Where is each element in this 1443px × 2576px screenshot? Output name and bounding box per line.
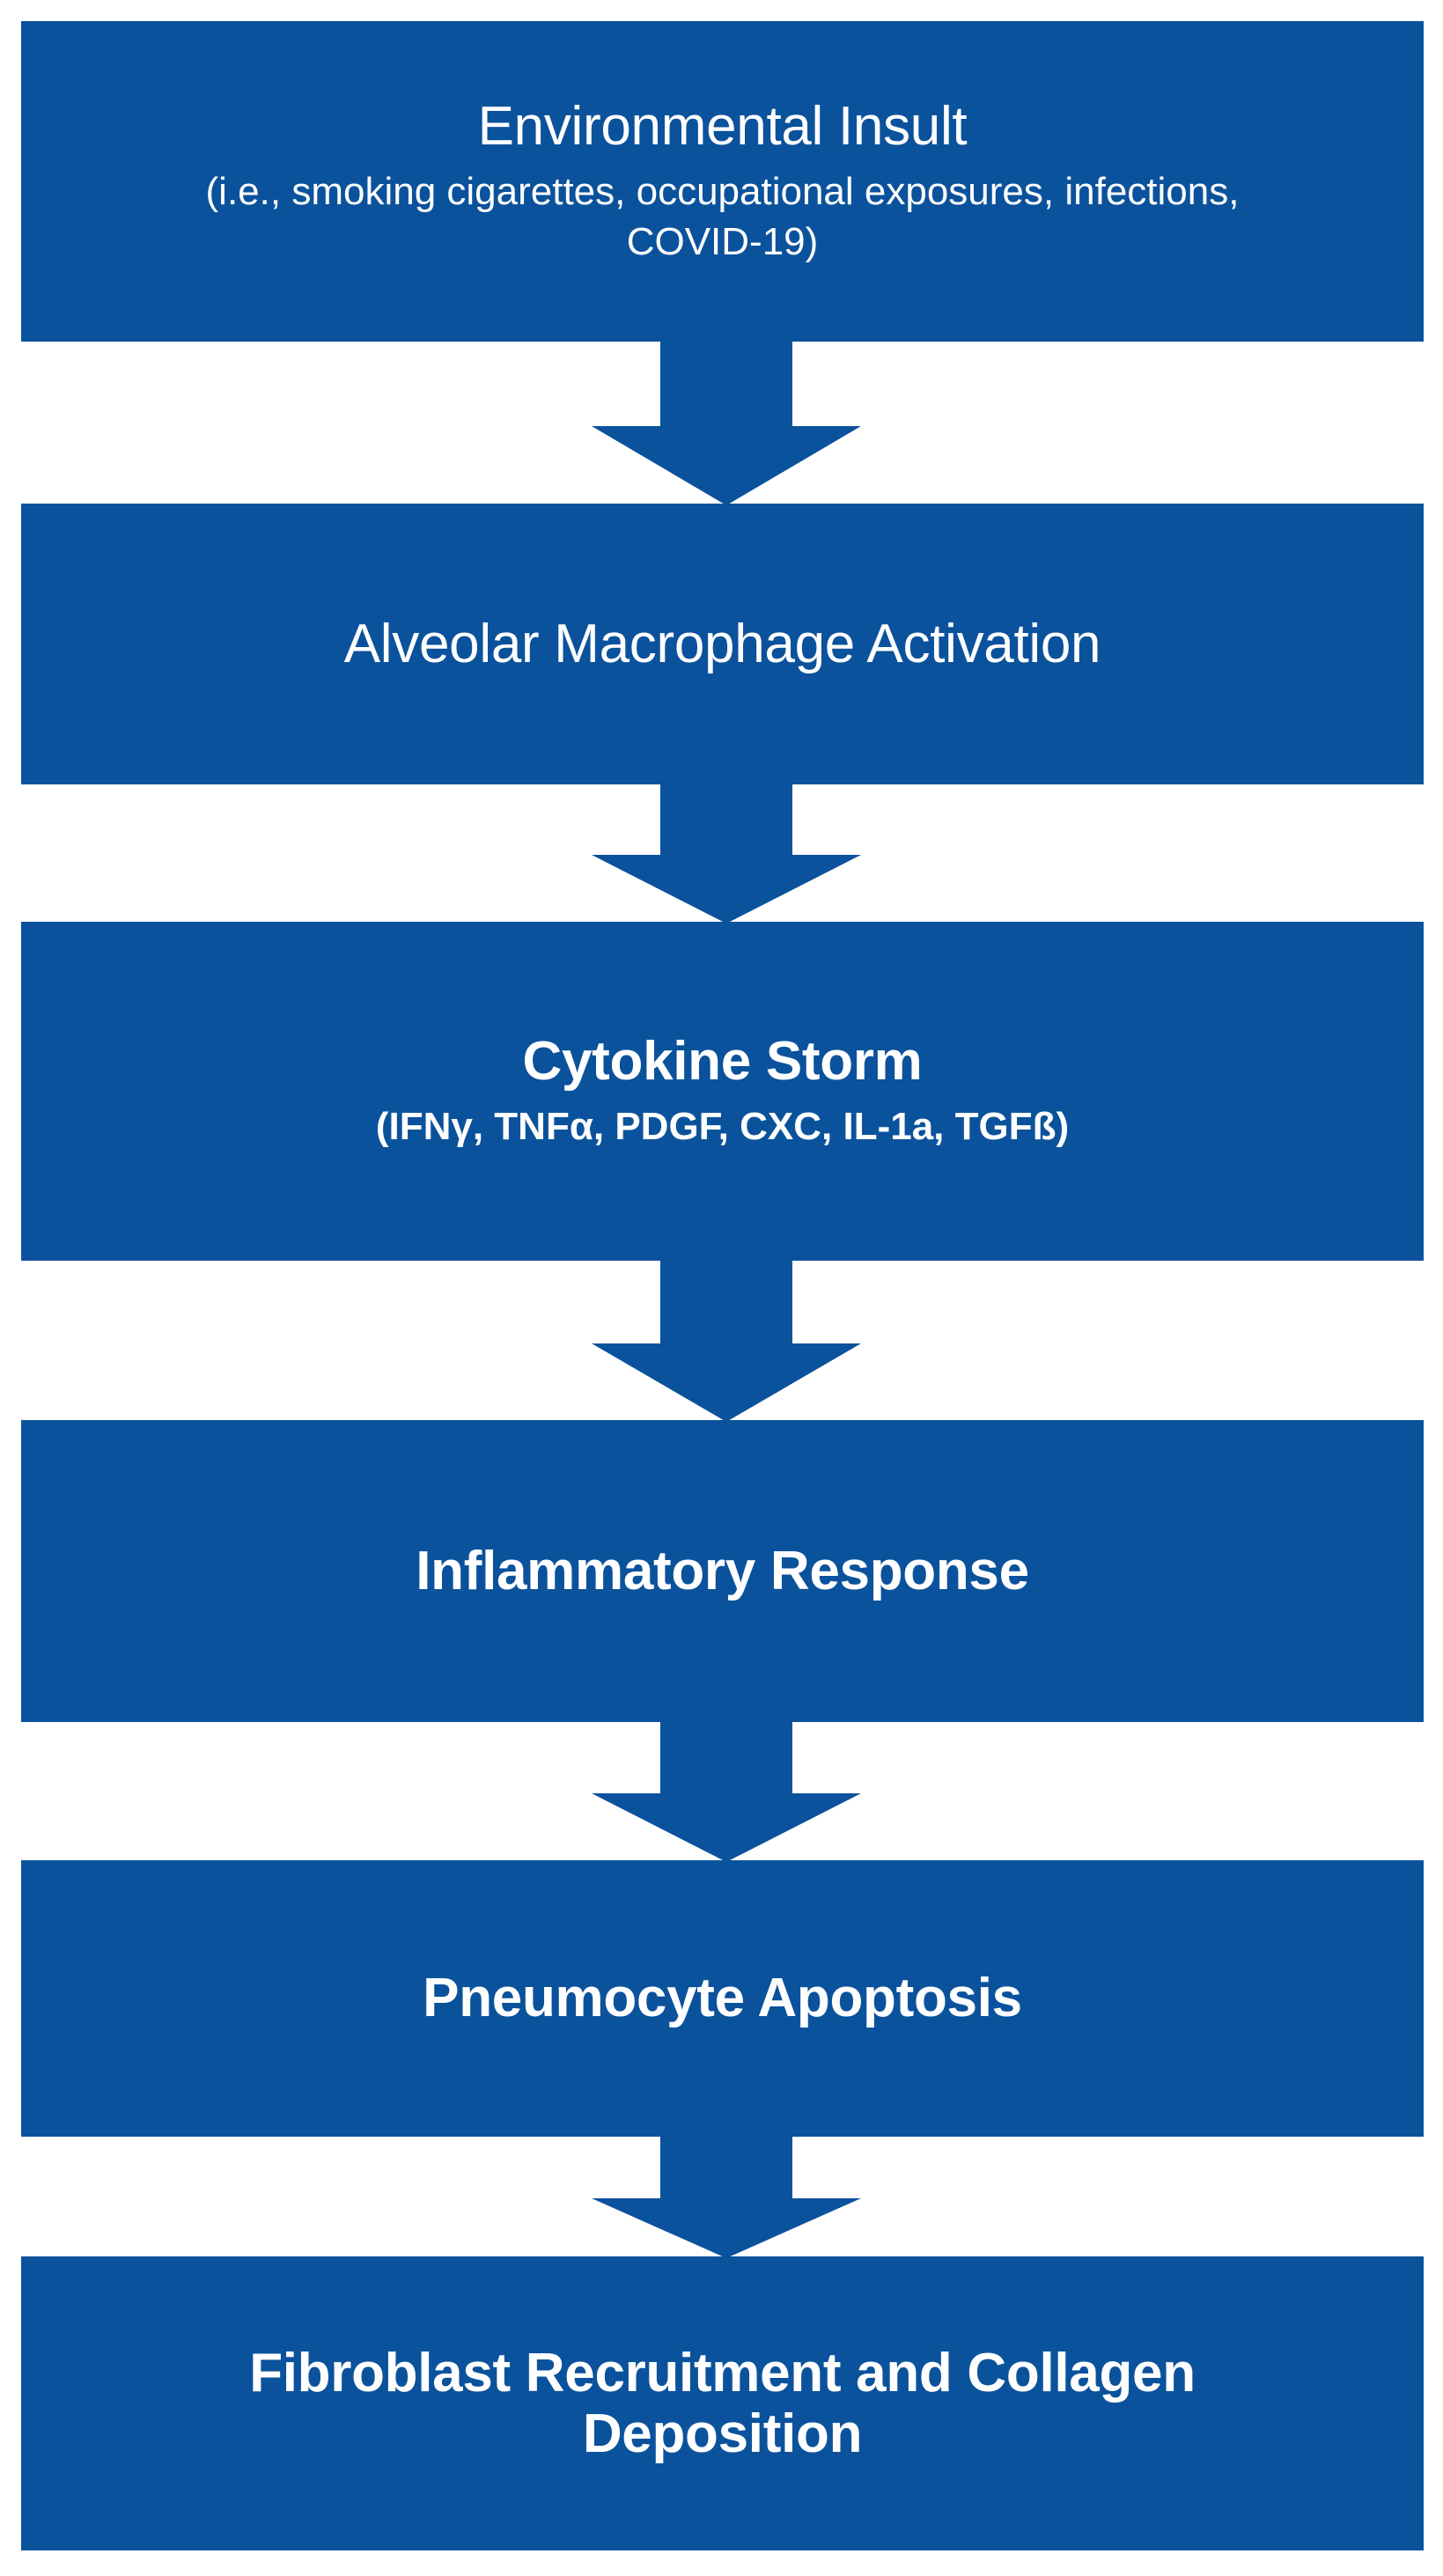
down-arrow-icon — [592, 1722, 861, 1862]
flow-node-inflammatory-response: Inflammatory Response — [21, 1420, 1424, 1722]
down-arrow-icon — [592, 342, 861, 505]
down-arrow-icon — [592, 1261, 861, 1422]
flow-node-environmental-insult: Environmental Insult (i.e., smoking ciga… — [21, 21, 1424, 342]
down-arrow-icon — [592, 2137, 861, 2258]
down-arrow-icon — [592, 784, 861, 924]
flow-node-title: Alveolar Macrophage Activation — [343, 613, 1101, 674]
flow-node-title: Inflammatory Response — [416, 1540, 1029, 1601]
flow-node-pneumocyte-apoptosis: Pneumocyte Apoptosis — [21, 1860, 1424, 2137]
flow-node-title: Environmental Insult — [477, 96, 968, 158]
flow-node-alveolar-macrophage-activation: Alveolar Macrophage Activation — [21, 504, 1424, 784]
flow-node-title: Pneumocyte Apoptosis — [423, 1968, 1022, 2029]
flow-node-cytokine-storm: Cytokine Storm (IFNγ, TNFα, PDGF, CXC, I… — [21, 922, 1424, 1261]
flow-node-title: Fibroblast Recruitment and Collagen Depo… — [249, 2342, 1196, 2464]
flow-node-fibroblast-recruitment: Fibroblast Recruitment and Collagen Depo… — [21, 2256, 1424, 2550]
flow-node-subtitle: (IFNγ, TNFα, PDGF, CXC, IL-1a, TGFß) — [375, 1104, 1070, 1148]
flow-node-subtitle: (i.e., smoking cigarettes, occupational … — [205, 169, 1240, 263]
flow-node-title: Cytokine Storm — [522, 1031, 923, 1093]
